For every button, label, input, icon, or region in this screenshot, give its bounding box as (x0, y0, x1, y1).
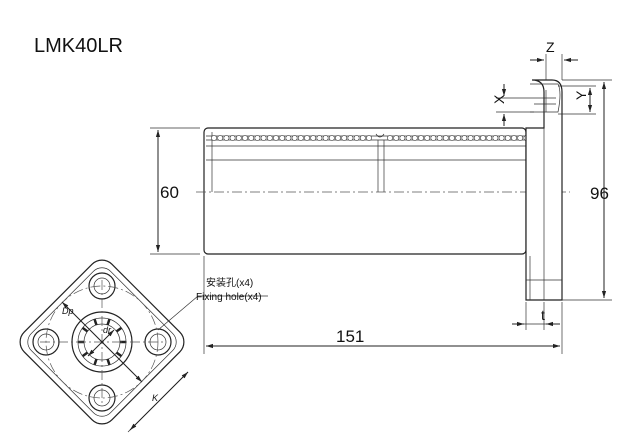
ball (260, 135, 267, 141)
ball (449, 135, 455, 141)
ball (461, 135, 468, 141)
ball (273, 135, 279, 141)
ball (316, 135, 323, 141)
ball (442, 135, 449, 141)
race-mark (93, 358, 98, 366)
ball (473, 135, 480, 141)
dim-t: t (512, 302, 560, 330)
ball (492, 135, 499, 141)
ball (393, 135, 400, 141)
part-title: LMK40LR (34, 35, 123, 57)
race-mark (106, 358, 111, 366)
annotation-en: Fixing hole(x4) (196, 292, 262, 303)
ball (498, 135, 505, 141)
ball (430, 135, 437, 141)
ball (242, 135, 248, 141)
ball (341, 135, 348, 141)
dim-96: 96 (562, 79, 612, 301)
dim-label-y: Y (573, 90, 589, 100)
dim-x: X (491, 84, 534, 126)
dim-label-dr: dr (103, 325, 112, 335)
ball (291, 135, 298, 141)
front-view: dr Dp K (19, 259, 268, 433)
ball (387, 135, 393, 141)
ball (424, 135, 431, 141)
ball-chain (211, 135, 542, 141)
ball (455, 135, 462, 141)
ball (511, 135, 517, 141)
dim-label-60: 60 (160, 183, 179, 202)
dim-label-96: 96 (590, 184, 609, 203)
dim-label-151: 151 (336, 327, 364, 346)
ball (353, 135, 360, 141)
ball (229, 135, 236, 141)
dim-60: 60 (150, 127, 200, 255)
ball (366, 135, 372, 141)
ball (211, 135, 217, 141)
dim-label-t: t (541, 307, 545, 323)
ball (347, 135, 354, 141)
annotation-cn: 安装孔(x4) (206, 276, 253, 289)
ball (322, 135, 329, 141)
ball (248, 135, 255, 141)
race-mark (93, 318, 98, 326)
ball (517, 135, 524, 141)
ball (328, 135, 335, 141)
ball (480, 135, 486, 141)
ball (335, 135, 341, 141)
ball (405, 135, 412, 141)
ball (418, 135, 424, 141)
dim-label-z: Z (546, 39, 555, 55)
ball (223, 135, 230, 141)
dim-y: Y (558, 85, 596, 115)
ball (304, 135, 310, 141)
ball (399, 135, 406, 141)
dim-label-dp: Dp (62, 306, 74, 316)
side-view (196, 79, 570, 301)
ball (467, 135, 474, 141)
dim-label-x: X (491, 94, 507, 104)
ball (217, 135, 224, 141)
ball (504, 135, 511, 141)
ball (359, 135, 366, 141)
ball (285, 135, 292, 141)
ball (266, 135, 273, 141)
ball (297, 135, 304, 141)
ball (279, 135, 286, 141)
ball (411, 135, 418, 141)
dim-label-k: K (152, 393, 159, 403)
dim-151: 151 (203, 256, 563, 354)
ball (310, 135, 317, 141)
ball (235, 135, 242, 141)
dim-z: Z (530, 39, 578, 80)
ball (254, 135, 261, 141)
ball (436, 135, 443, 141)
bushing-body (203, 127, 527, 255)
ball (486, 135, 493, 141)
